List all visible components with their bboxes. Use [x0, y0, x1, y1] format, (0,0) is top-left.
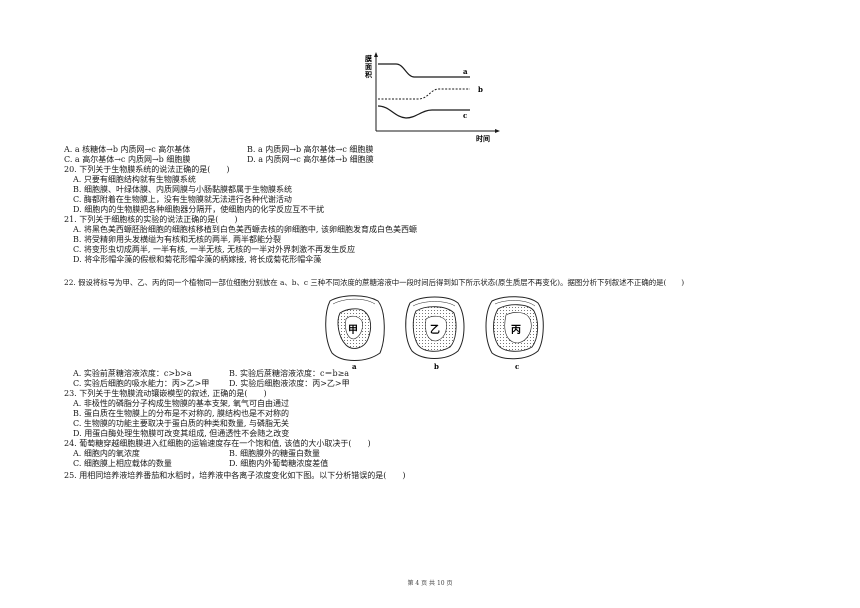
cell-bing-vacuole — [504, 312, 532, 344]
cell-yi-label: 乙 — [430, 324, 440, 336]
q21-option-c: C. 将变形虫切成两半, 一半有核, 一半无核, 无核的一半对外界刺激不再发生反… — [73, 245, 356, 254]
cell-jia: 甲 — [325, 295, 385, 361]
q21-stem: 21. 下列关于细胞核的实验的说法正确的是( ) — [64, 215, 238, 224]
solution-label-b: b — [434, 362, 439, 371]
x-axis-arrow — [495, 129, 500, 133]
q24-option-d: D. 细胞内外葡萄糖浓度差值 — [229, 459, 329, 468]
x-axis-label: 时间 — [476, 134, 490, 143]
page-footer: 第 4 页 共 10 页 — [407, 580, 453, 587]
q21-option-d: D. 将伞形帽伞藻的假根和菊花形帽伞藻的柄嫁接, 将长成菊花形帽伞藻 — [73, 255, 322, 264]
plasmolysis-cells-figure: 甲 a 乙 b 丙 c — [325, 295, 544, 371]
solution-label-c: c — [515, 362, 519, 371]
q22-option-a: A. 实验前蔗糖溶液浓度：c>b>a — [73, 369, 192, 378]
q22-option-c: C. 实验后细胞的吸水能力：丙>乙>甲 — [73, 379, 210, 388]
cell-bing-wall — [485, 296, 544, 360]
y-label-1: 膜 — [364, 54, 372, 63]
cell-bing-label: 丙 — [511, 324, 521, 336]
q23-stem: 23. 下列关于生物膜流动镶嵌模型的叙述, 正确的是( ) — [64, 389, 267, 398]
cell-jia-wall — [325, 295, 385, 361]
curve-label-a: a — [463, 67, 468, 76]
q20-option-a: A. 只要有细胞结构就有生物膜系统 — [73, 175, 196, 184]
q24-option-b: B. 细胞膜外的糖蛋白数量 — [229, 449, 320, 458]
q24-option-a: A. 细胞内的氧浓度 — [73, 449, 140, 458]
cell-yi: 乙 — [405, 296, 465, 359]
q23-option-b: B. 蛋白质在生物膜上的分布是不对称的, 膜结构也是不对称的 — [73, 409, 290, 418]
q22-stem: 22. 假设将标号为甲、乙、丙的同一个植物同一部位细胞分别放在 a、b、c 三种… — [64, 278, 685, 287]
cell-yi-wall — [405, 296, 465, 359]
q23-option-a: A. 非极性的磷脂分子构成生物膜的基本支架, 氧气可自由通过 — [73, 399, 289, 408]
curve-label-c: c — [463, 111, 467, 120]
solution-label-a: a — [352, 362, 357, 371]
y-label-3: 积 — [365, 70, 372, 79]
q20-option-b: B. 细胞膜、叶绿体膜、内质网膜与小肠黏膜都属于生物膜系统 — [73, 185, 292, 194]
cell-bing: 丙 — [485, 296, 544, 360]
q25-stem: 25. 用相同培养液培养番茄和水稻时，培养液中各离子浓度变化如下图。以下分析错误… — [64, 471, 406, 480]
q24-stem: 24. 葡萄糖穿越细胞膜进入红细胞的运输速度存在一个饱和值, 该值的大小取决于(… — [64, 439, 371, 448]
curve-label-b: b — [478, 85, 483, 94]
curve-a — [378, 63, 470, 78]
q22-option-b: B. 实验后蔗糖溶液浓度：c＝b≥a — [229, 369, 350, 378]
q19-option-d: D. a 内质网→c 高尔基体→b 细胞膜 — [247, 155, 374, 164]
cell-yi-vacuole — [425, 315, 447, 342]
q20-option-c: C. 酶都附着在生物膜上，没有生物膜就无法进行各种代谢活动 — [73, 195, 292, 204]
q21-option-a: A. 将黑色美西螈胚胎细胞的细胞核移植到白色美西螈去核的卵细胞中, 该卵细胞发育… — [73, 225, 417, 234]
q21-option-b: B. 将受精卵用头发横缢为有核和无核的两半, 两半都能分裂 — [73, 235, 282, 244]
curve-b — [378, 88, 470, 100]
cell-jia-vacuole — [345, 315, 363, 340]
cell-jia-label: 甲 — [348, 324, 358, 336]
membrane-area-graph: 膜 面 积 a b c 时间 — [364, 52, 500, 143]
curve-c — [377, 105, 470, 119]
question-block: A. a 核糖体→b 内质网→c 高尔基体 B. a 内质网→b 高尔基体→c … — [64, 145, 804, 495]
y-label-2: 面 — [365, 62, 372, 71]
q23-option-c: C. 生物膜的功能主要取决于蛋白质的种类和数量, 与磷脂无关 — [73, 419, 290, 428]
q19-option-b: B. a 内质网→b 高尔基体→c 细胞膜 — [247, 145, 374, 154]
q19-option-c: C. a 高尔基体→c 内质网→b 细胞膜 — [64, 155, 191, 164]
q22-option-d: D. 实验后细胞液浓度：丙>乙>甲 — [229, 379, 350, 388]
q20-stem: 20. 下列关于生物膜系统的说法正确的是( ) — [64, 165, 230, 174]
q20-option-d: D. 细胞内的生物膜把各种细胞器分隔开，使细胞内的化学反应互不干扰 — [73, 205, 325, 214]
q23-option-d: D. 用蛋白酶处理生物膜可改变其组成, 但通透性不会随之改变 — [73, 429, 290, 438]
y-axis-arrow — [374, 52, 378, 57]
q19-option-a: A. a 核糖体→b 内质网→c 高尔基体 — [64, 145, 191, 154]
q24-option-c: C. 细胞膜上相应载体的数量 — [73, 459, 172, 468]
